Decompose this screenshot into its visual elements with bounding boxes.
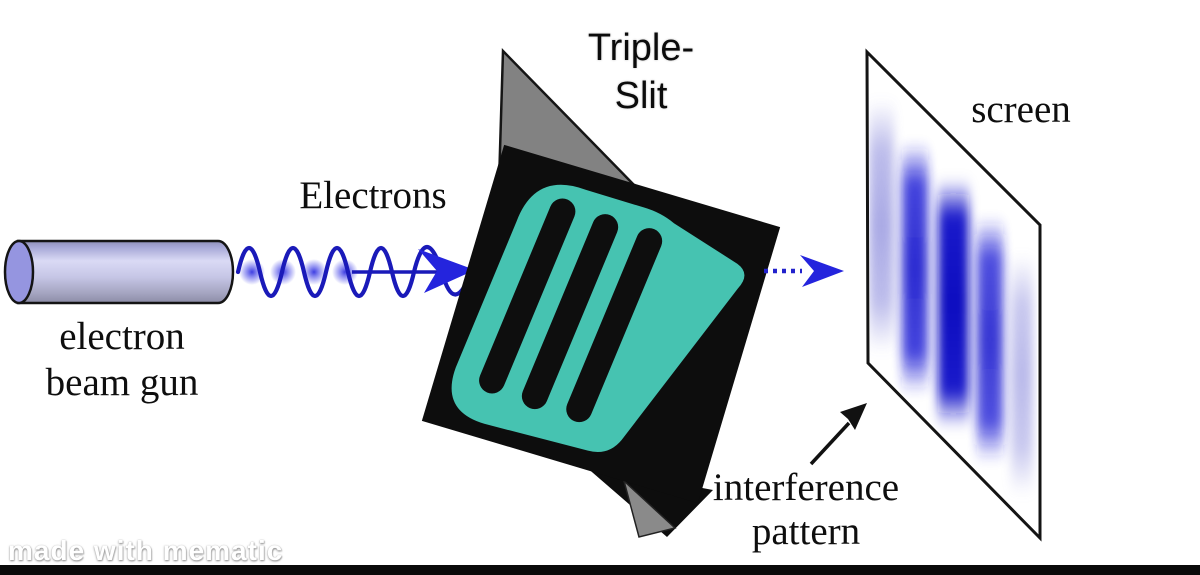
gray-backing-plate-bottom bbox=[622, 478, 677, 538]
triple-slit-label-line1: Triple- bbox=[587, 27, 695, 69]
electrons-label: Electrons bbox=[299, 174, 447, 217]
triple-slit-label: Triple- Slit bbox=[588, 24, 694, 120]
electron-beam-gun bbox=[3, 239, 235, 305]
fringe-4 bbox=[977, 218, 1003, 461]
beam-arrowhead bbox=[418, 249, 475, 293]
triple-slit-label-line2: Slit bbox=[614, 75, 668, 117]
interference-pattern-label-line1: interference bbox=[712, 466, 900, 509]
detection-screen bbox=[865, 48, 1042, 542]
electron-beam-gun-label-line2: beam gun bbox=[45, 361, 199, 404]
plate-black-bottom-lobe bbox=[585, 466, 713, 537]
pointer-arrowhead bbox=[840, 403, 867, 430]
interference-pointer-arrow bbox=[809, 403, 867, 466]
interference-pattern-label: interference pattern bbox=[713, 466, 899, 554]
bottom-letterbox-bar bbox=[0, 565, 1200, 575]
teal-slit-mask bbox=[451, 184, 745, 452]
slit-graphic bbox=[451, 184, 745, 452]
electron-beam-gun-label-line1: electron bbox=[59, 315, 185, 358]
fringe-1 bbox=[869, 100, 894, 352]
fringe-2 bbox=[902, 143, 928, 393]
slit-plate bbox=[421, 144, 781, 504]
slit-opening-1 bbox=[479, 198, 576, 394]
fringe-5 bbox=[1011, 255, 1033, 495]
diffracted-beam bbox=[764, 255, 844, 287]
electron-wave-beam bbox=[235, 245, 475, 298]
interference-pattern-label-line2: pattern bbox=[751, 510, 861, 553]
dotted-beam-arrowhead bbox=[800, 255, 844, 287]
electron-beam-gun-label: electron beam gun bbox=[46, 314, 199, 406]
gun-cylinder-body bbox=[16, 239, 235, 305]
interference-fringes bbox=[869, 100, 1033, 495]
slit-opening-3 bbox=[566, 228, 663, 423]
screen-label: screen bbox=[971, 88, 1071, 131]
pointer-arrow-shaft bbox=[809, 421, 851, 466]
fringe-3-central bbox=[938, 180, 969, 427]
slit-opening-2 bbox=[521, 214, 619, 410]
mematic-watermark: made with mematic bbox=[8, 535, 284, 566]
gun-cylinder-end-cap bbox=[3, 239, 35, 305]
